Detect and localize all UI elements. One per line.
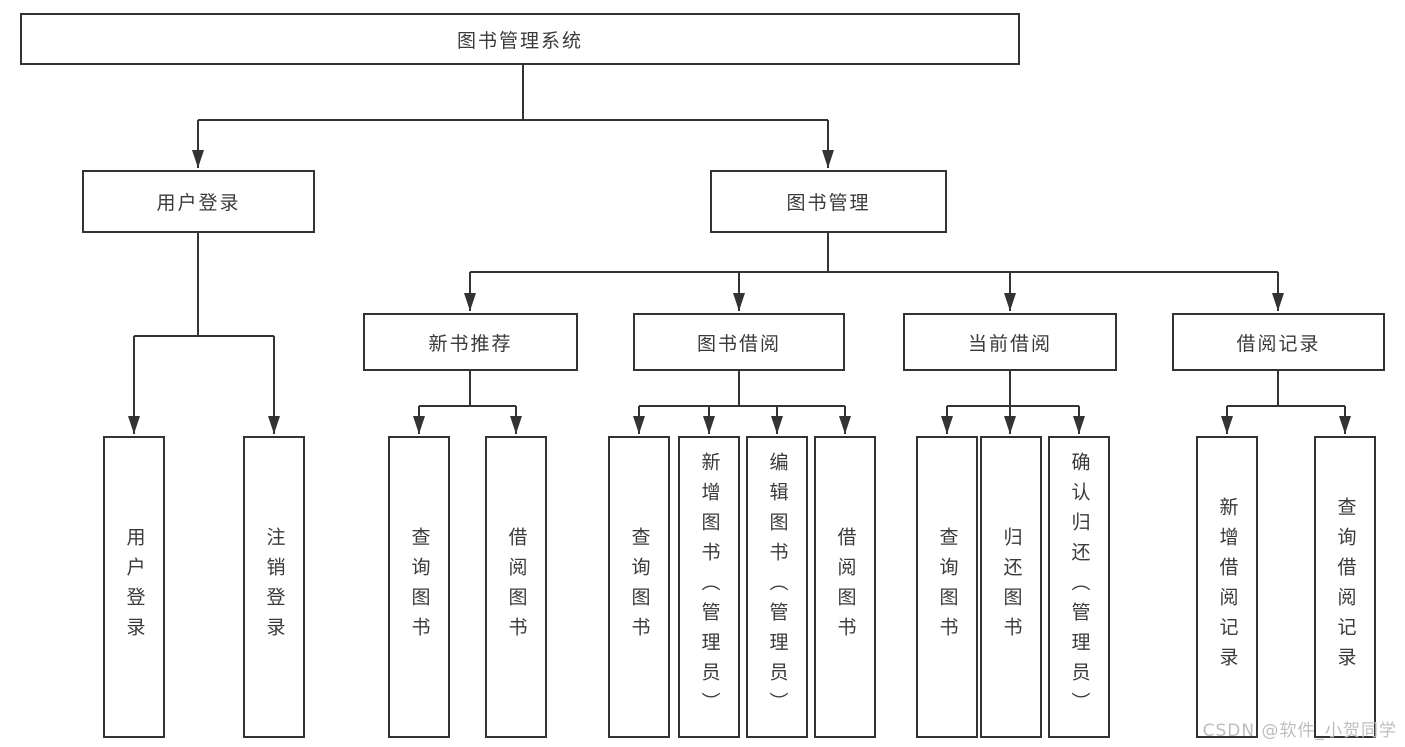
node-label: 用户登录 (123, 527, 146, 647)
leaf-user-login: 用户登录 (103, 436, 165, 738)
connector-book-borrow-children (633, 371, 851, 434)
node-book-borrow: 图书借阅 (633, 313, 845, 371)
connector-root-to-level2 (192, 65, 834, 168)
node-label: 图书管理 (786, 192, 871, 214)
leaf-newbook-query-books: 查询图书 (388, 436, 450, 738)
leaf-borrow-edit-books-admin: 编辑图书（管理员） (746, 436, 808, 738)
node-label: 查询图书 (936, 527, 959, 647)
node-label: 编辑图书（管理员） (766, 452, 789, 722)
leaf-borrow-borrow-books: 借阅图书 (814, 436, 876, 738)
connector-current-borrow-children (941, 371, 1085, 434)
leaf-logout: 注销登录 (243, 436, 305, 738)
node-label: 查询借阅记录 (1334, 497, 1357, 677)
node-label: 新增图书（管理员） (698, 452, 721, 722)
node-book-management: 图书管理 (710, 170, 947, 233)
node-user-login: 用户登录 (82, 170, 315, 233)
leaf-records-add-borrow-record: 新增借阅记录 (1196, 436, 1258, 738)
leaf-current-query-books: 查询图书 (916, 436, 978, 738)
leaf-newbook-borrow-books: 借阅图书 (485, 436, 547, 738)
node-label: 图书借阅 (696, 332, 781, 355)
node-current-borrow: 当前借阅 (903, 313, 1117, 371)
node-borrow-records: 借阅记录 (1172, 313, 1385, 371)
node-label: 借阅记录 (1236, 332, 1321, 355)
node-label: 查询图书 (628, 527, 651, 647)
node-label: 归还图书 (1000, 527, 1023, 647)
leaf-borrow-add-books-admin: 新增图书（管理员） (678, 436, 740, 738)
node-label: 借阅图书 (505, 527, 528, 647)
node-label: 查询图书 (408, 527, 431, 647)
leaf-borrow-query-books: 查询图书 (608, 436, 670, 738)
node-label: 当前借阅 (967, 332, 1052, 355)
watermark-text: CSDN @软件_小贺同学 (1202, 721, 1397, 741)
connector-user-login-children (128, 233, 280, 434)
connector-book-management-children (464, 233, 1284, 311)
node-label: 注销登录 (263, 527, 286, 647)
node-label: 借阅图书 (834, 527, 857, 647)
node-label: 新书推荐 (428, 332, 513, 355)
node-new-book-recommend: 新书推荐 (363, 313, 578, 371)
connector-borrow-records-children (1221, 371, 1351, 434)
leaf-records-query-borrow-record: 查询借阅记录 (1314, 436, 1376, 738)
node-label: 图书管理系统 (456, 29, 583, 52)
connector-new-book-children (413, 371, 522, 434)
leaf-current-confirm-return-admin: 确认归还（管理员） (1048, 436, 1110, 738)
node-label: 确认归还（管理员） (1068, 452, 1091, 722)
node-label: 用户登录 (156, 192, 241, 214)
leaf-current-return-books: 归还图书 (980, 436, 1042, 738)
node-label: 新增借阅记录 (1216, 497, 1239, 677)
node-library-management-system: 图书管理系统 (20, 13, 1020, 65)
